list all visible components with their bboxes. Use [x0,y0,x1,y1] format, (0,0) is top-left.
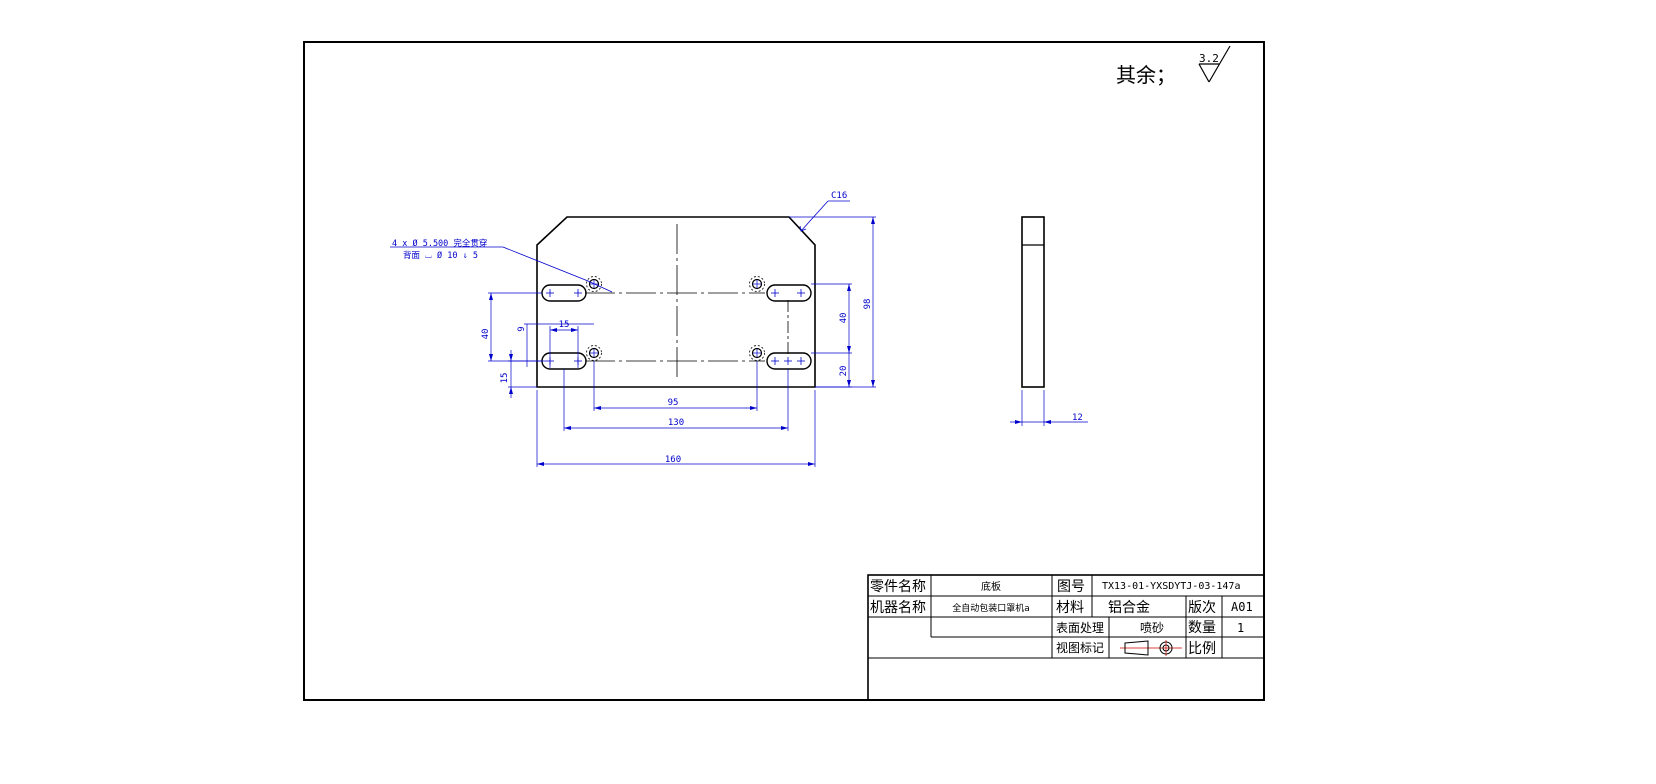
counterbore-hole-bottom-left [586,345,602,361]
projection-symbol-icon [1120,640,1182,656]
dim-98: 98 [863,299,873,310]
dim-130: 130 [668,418,684,428]
slot-top-right [766,284,812,302]
dim-20: 20 [839,366,849,377]
dim-15-vertical: 15 [500,373,510,384]
machine-name-value: 全自动包装口罩机a [952,602,1030,614]
dim-15-horizontal: 15 [559,320,570,330]
counterbore-hole-bottom-right [749,345,765,361]
drawing-no-value: TX13-01-YXSDYTJ-03-147a [1102,581,1240,592]
slot-center-marks [546,289,805,365]
dim-40-left: 40 [481,329,491,340]
dim-40-right: 40 [839,313,849,324]
chamfer-leader [799,200,850,232]
surface-value: 喷砂 [1140,621,1164,635]
dim-40-right-lines [811,283,852,354]
material-label: 材料 [1056,600,1084,616]
material-value: 铝合金 [1108,600,1150,616]
drawing-no-label: 图号 [1057,579,1085,595]
part-name-label: 零件名称 [870,579,926,595]
scale-label: 比例 [1188,641,1216,657]
surface-roughness-note: 其余； 3.2 [1116,45,1231,87]
dim-130-lines [563,369,789,431]
drawing-frame [303,41,1265,701]
machine-name-label: 机器名称 [870,600,926,616]
quantity-label: 数量 [1188,620,1216,636]
view-mark-label: 视图标记 [1056,640,1104,655]
revision-label: 版次 [1188,600,1216,616]
front-view: C16 4 x Ø 5.500 完全贯穿 背面 ⌴ Ø 10 ⇓ 5 [390,191,876,467]
chamfer-label: C16 [831,191,847,201]
dim-15-horizontal-lines [549,326,579,368]
side-view: 12 [1010,216,1088,426]
side-plate-outline [1021,216,1045,388]
surface-label: 表面处理 [1056,621,1104,635]
dim-40-left-lines [488,292,542,362]
dim-95-lines [593,361,758,411]
dim-160: 160 [665,455,681,465]
dim-9-lines [524,323,594,367]
slot-bottom-right [766,352,812,370]
dim-12: 12 [1072,413,1083,423]
dimension-arrowheads [489,217,875,466]
dim-95: 95 [668,398,679,408]
dim-98-lines [789,216,876,388]
plate-outline [536,216,816,388]
part-name-value: 底板 [981,580,1001,593]
roughness-symbol-icon [1198,45,1231,83]
counterbore-hole-top-right [749,276,765,292]
dim-160-lines [536,390,816,467]
title-block-text: 零件名称 底板 图号 TX13-01-YXSDYTJ-03-147a 机器名称 … [870,579,1253,657]
dim-9: 9 [517,326,527,331]
title-block [867,574,1265,701]
roughness-value: 3.2 [1199,52,1219,65]
hole-callout-line1: 4 x Ø 5.500 完全贯穿 [392,238,487,249]
revision-value: A01 [1231,600,1253,614]
quantity-value: 1 [1237,621,1244,635]
roughness-prefix: 其余； [1116,63,1176,87]
hole-callout-leader [390,246,613,293]
hole-callout-line2: 背面 ⌴ Ø 10 ⇓ 5 [403,250,478,261]
